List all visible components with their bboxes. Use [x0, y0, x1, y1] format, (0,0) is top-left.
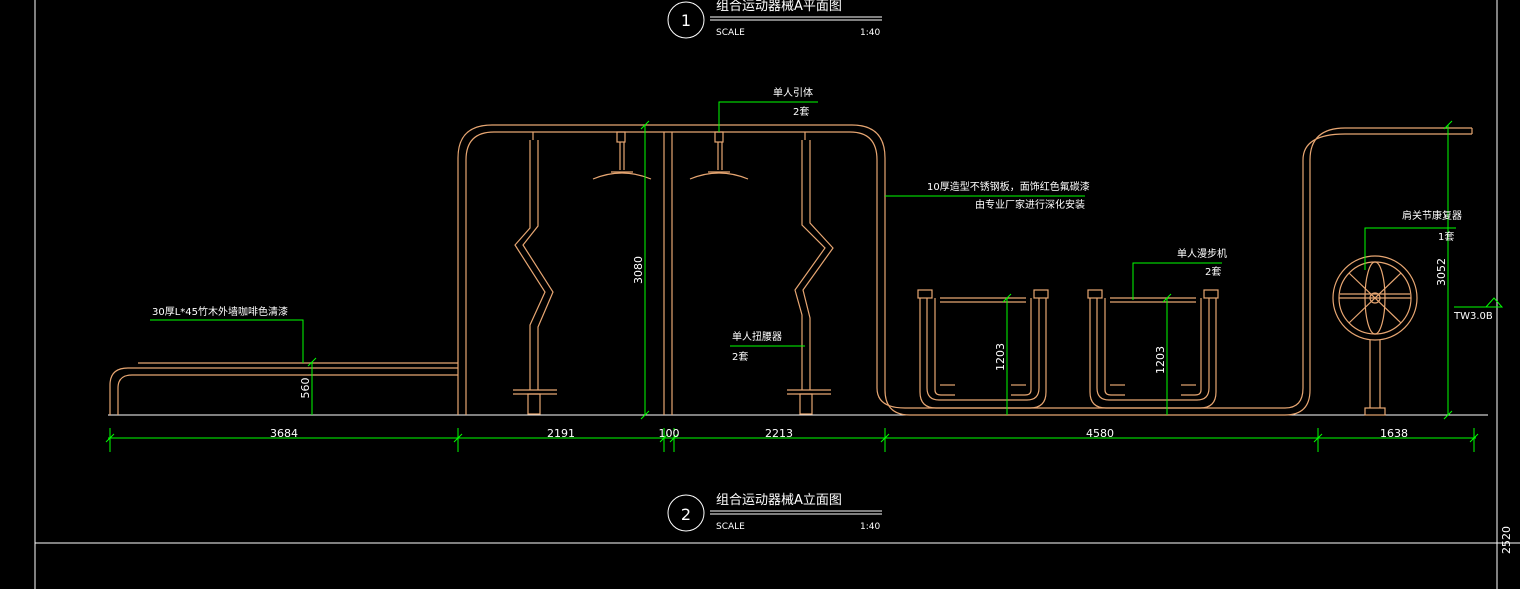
title-top-number: 1 — [681, 11, 691, 30]
drawing-frame — [34, 0, 1520, 589]
title-bottom-circle — [667, 494, 705, 532]
dim-2191: 2191 — [547, 427, 575, 440]
dimension-texts: 3684 2191 100 2213 4580 1638 3080 560 12… — [270, 256, 1513, 554]
label-shoulder-name: 肩关节康复器 — [1402, 209, 1462, 222]
dim-560: 560 — [299, 378, 312, 399]
title-block-bottom: 2 组合运动器械A立面图 SCALE 1:40 — [667, 493, 882, 532]
title-top-scale-value: 1:40 — [860, 28, 880, 38]
title-top-scale-label: SCALE — [716, 28, 745, 38]
title-bottom-scale-label: SCALE — [716, 522, 745, 532]
dim-4580: 4580 — [1086, 427, 1114, 440]
label-walker-name: 单人漫步机 — [1177, 247, 1227, 260]
dim-100: 100 — [659, 427, 680, 440]
label-pullup-qty: 2套 — [793, 105, 809, 118]
dim-2213: 2213 — [765, 427, 793, 440]
label-twist-qty: 2套 — [732, 350, 748, 363]
title-top-circle — [667, 1, 705, 39]
equipment — [109, 124, 1473, 416]
label-level: TW3.0B — [1453, 311, 1493, 322]
dim-3080: 3080 — [632, 256, 645, 284]
walker-right — [1087, 289, 1219, 409]
label-panel-line2: 由专业厂家进行深化安装 — [975, 198, 1085, 211]
label-pullup-name: 单人引体 — [773, 87, 813, 99]
title-top-name: 组合运动器械A平面图 — [716, 0, 842, 14]
dim-3684: 3684 — [270, 427, 298, 440]
label-bench-note: 30厚L*45竹木外墙咖啡色清漆 — [152, 305, 288, 318]
label-twist-name: 单人扭腰器 — [732, 330, 782, 343]
label-walker-qty: 2套 — [1205, 265, 1221, 278]
title-bottom-number: 2 — [681, 505, 691, 524]
walker-left — [917, 289, 1049, 409]
pullup-handle-right — [689, 131, 749, 180]
dim-2520: 2520 — [1500, 526, 1513, 554]
title-bottom-scale-value: 1:40 — [860, 522, 880, 532]
shoulder-wheel — [1332, 255, 1418, 416]
twister-right — [787, 132, 834, 415]
pullup-handle-left — [592, 131, 652, 180]
bench — [109, 362, 458, 415]
title-block-top: 1 组合运动器械A平面图 SCALE 1:40 — [667, 0, 882, 39]
annotation-labels: 单人引体 2套 10厚造型不锈钢板，面饰红色氟碳漆 由专业厂家进行深化安装 单人… — [152, 87, 1493, 363]
label-shoulder-qty: 1套 — [1438, 230, 1454, 243]
dim-1203-a: 1203 — [994, 343, 1007, 371]
dimension-lines — [105, 101, 1504, 452]
title-bottom-name: 组合运动器械A立面图 — [716, 493, 842, 508]
dim-1203-b: 1203 — [1154, 346, 1167, 374]
twister-left — [513, 132, 557, 415]
main-frame — [457, 124, 1473, 416]
dim-1638: 1638 — [1380, 427, 1408, 440]
label-panel-line1: 10厚造型不锈钢板，面饰红色氟碳漆 — [927, 180, 1090, 193]
dim-3052: 3052 — [1435, 258, 1448, 286]
